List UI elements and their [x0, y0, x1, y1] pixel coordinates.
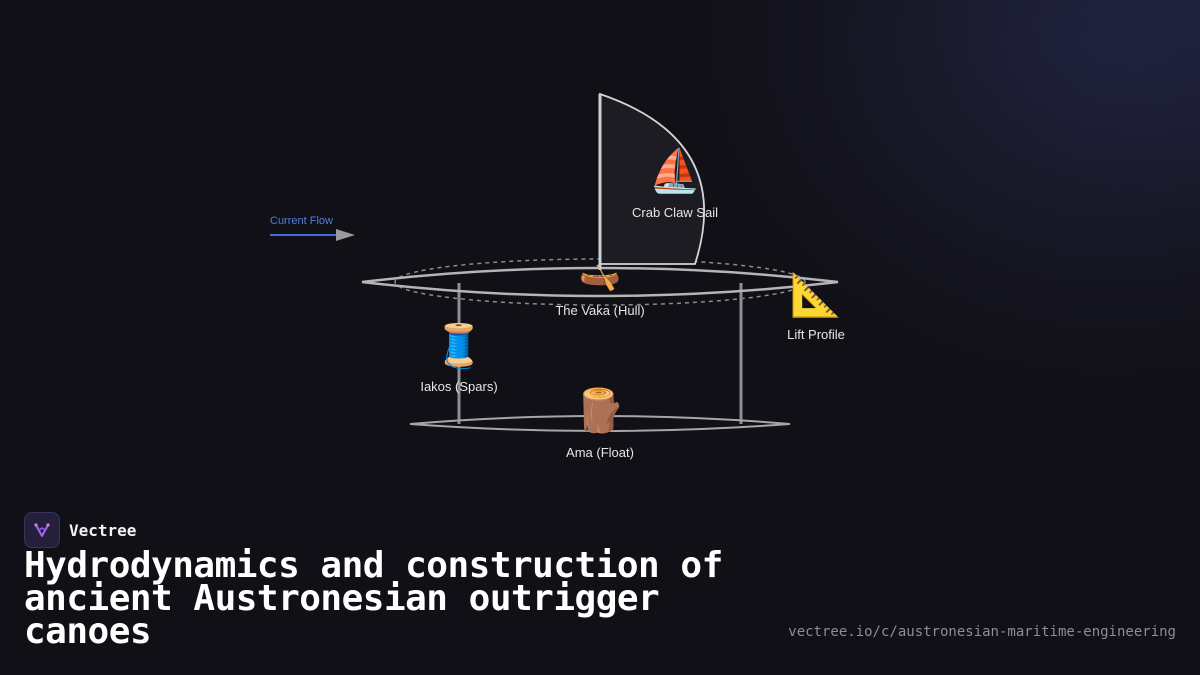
brand-name: Vectree [69, 520, 137, 540]
ama-float-shape [409, 415, 791, 432]
ama-label: Ama (Float) [566, 445, 634, 460]
vaka-label: The Vaka (Hull) [555, 303, 645, 318]
sailboat-icon: ⛵ [648, 146, 702, 195]
canoe-icon: 🛶 [578, 253, 622, 293]
current-flow-label: Current Flow [270, 215, 333, 227]
sail-label: Crab Claw Sail [632, 205, 718, 220]
current-flow-arrow-head [336, 229, 355, 241]
triangular-ruler-icon: 📐 [789, 270, 843, 319]
page-title: Hydrodynamics and construction of ancien… [24, 545, 723, 652]
lift-profile-label: Lift Profile [787, 327, 845, 342]
vaka-hull-shape [361, 266, 839, 298]
source-url[interactable]: vectree.io/c/austronesian-maritime-engin… [788, 624, 1176, 640]
wood-log-icon: 🪵 [573, 386, 627, 435]
iakos-label: Iakos (Spars) [420, 379, 498, 394]
thread-spool-icon: 🧵 [432, 321, 486, 370]
crab-claw-sail-shape [599, 92, 705, 265]
vectree-logo-icon [24, 512, 60, 548]
brand[interactable]: Vectree [24, 512, 136, 548]
